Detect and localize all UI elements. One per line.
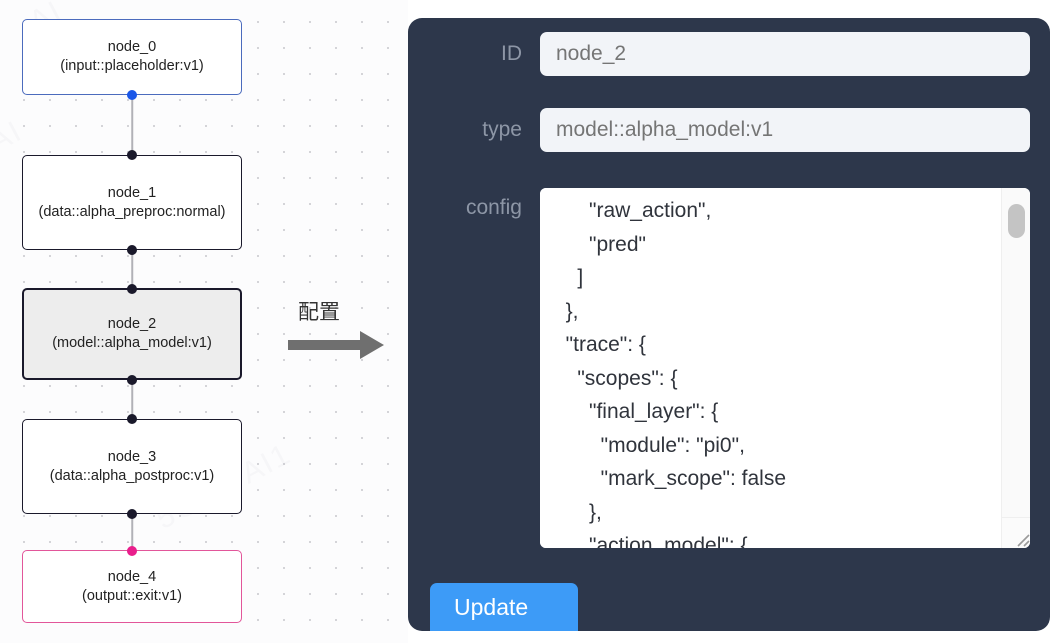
field-row-id: ID (430, 32, 1030, 76)
type-field-label: type (482, 118, 522, 141)
graph-node-node_0[interactable]: node_0(input::placeholder:v1) (22, 19, 242, 95)
node-handle-source-node_1[interactable] (127, 245, 137, 255)
edge-node0-node1 (131, 95, 133, 157)
right-arrow-icon (288, 331, 384, 359)
id-input[interactable] (540, 32, 1030, 76)
graph-node-subtitle: (output::exit:v1) (82, 587, 182, 604)
node-handle-target-node_3[interactable] (127, 414, 137, 424)
config-editor[interactable]: "raw_action", "pred" ] }, "trace": { "sc… (540, 188, 1030, 548)
graph-node-subtitle: (data::alpha_postproc:v1) (49, 467, 215, 484)
graph-node-title: node_4 (107, 568, 157, 585)
node-handle-target-node_1[interactable] (127, 150, 137, 160)
graph-node-subtitle: (model::alpha_model:v1) (52, 335, 212, 351)
annotation-arrow-group: 配置 (288, 296, 394, 364)
config-scrollbar-thumb[interactable] (1008, 204, 1025, 238)
type-input[interactable] (540, 108, 1030, 152)
graph-node-node_4[interactable]: node_4(output::exit:v1) (22, 550, 242, 623)
watermark-text: AI (0, 114, 28, 159)
edge-node1-node2 (131, 250, 133, 290)
canvas-gutter (400, 0, 408, 643)
id-field-label: ID (501, 42, 522, 65)
graph-node-label: node_3(data::alpha_postproc:v1) (32, 448, 232, 486)
edge-node2-node3 (131, 380, 133, 421)
graph-node-subtitle: (input::placeholder:v1) (60, 58, 204, 74)
node-handle-target-node_4[interactable] (127, 546, 137, 556)
update-button[interactable]: Update (430, 583, 578, 631)
annotation-label: 配置 (298, 300, 340, 324)
field-row-config: config "raw_action", "pred" ] }, "trace"… (430, 188, 1030, 548)
graph-node-title: node_2 (107, 316, 157, 332)
node-handle-source-node_2[interactable] (127, 375, 137, 385)
config-textarea[interactable]: "raw_action", "pred" ] }, "trace": { "sc… (540, 188, 1002, 548)
node-config-panel: ID type config "raw_action", "pred" ] },… (408, 18, 1050, 631)
graph-node-label: node_0(input::placeholder:v1) (32, 38, 232, 76)
node-handle-target-node_2[interactable] (127, 284, 137, 294)
graph-node-node_1[interactable]: node_1(data::alpha_preproc:normal) (22, 155, 242, 250)
node-handle-source-node_0[interactable] (127, 90, 137, 100)
graph-node-title: node_1 (107, 184, 157, 201)
graph-node-title: node_3 (107, 448, 157, 465)
field-row-type: type (430, 108, 1030, 152)
graph-node-title: node_0 (107, 39, 157, 55)
config-scrollbar[interactable] (1001, 188, 1030, 518)
graph-node-label: node_1(data::alpha_preproc:normal) (32, 184, 232, 222)
graph-node-subtitle: (data::alpha_preproc:normal) (38, 203, 226, 220)
resize-handle-icon[interactable] (1001, 517, 1030, 548)
graph-node-label: node_2(model::alpha_model:v1) (33, 315, 231, 353)
config-field-label: config (465, 196, 522, 219)
node-handle-source-node_3[interactable] (127, 509, 137, 519)
edge-node3-node4 (131, 514, 133, 552)
graph-canvas[interactable]: AI 5G5IDAI1 AI node_0(input::placeholder… (0, 0, 400, 643)
graph-node-node_3[interactable]: node_3(data::alpha_postproc:v1) (22, 419, 242, 514)
graph-node-label: node_4(output::exit:v1) (32, 568, 232, 606)
graph-node-node_2[interactable]: node_2(model::alpha_model:v1) (22, 288, 242, 380)
